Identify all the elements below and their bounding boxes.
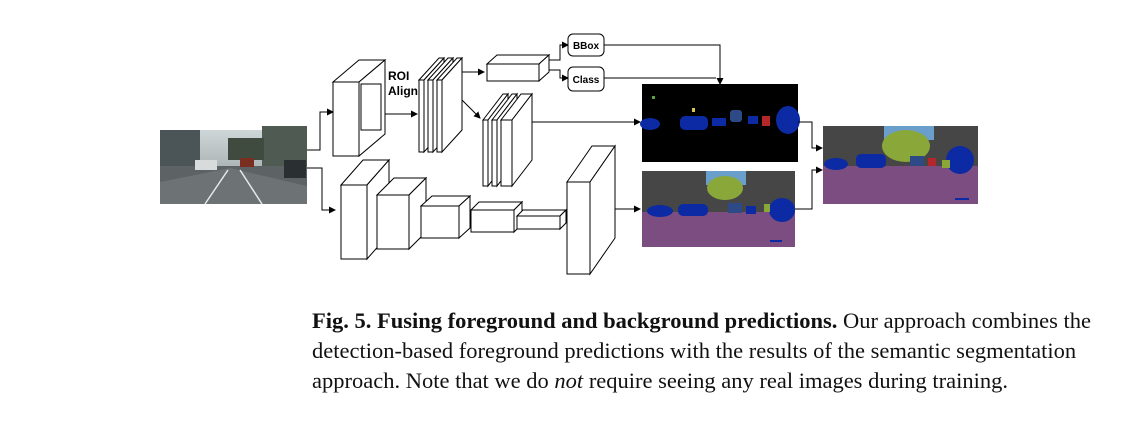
segmentation-network bbox=[339, 144, 616, 276]
input-street-image bbox=[160, 126, 307, 205]
bbox-head-box: BBox bbox=[567, 33, 605, 57]
roi-feature-sheets bbox=[417, 56, 464, 154]
fc-box bbox=[485, 53, 551, 83]
background-segmentation-map bbox=[642, 171, 795, 247]
bbox-label: BBox bbox=[573, 41, 600, 52]
caption-fig-label: Fig. 5. bbox=[312, 308, 372, 333]
roi-label-line1: ROI bbox=[388, 69, 409, 83]
figure-caption: Fig. 5. Fusing foreground and background… bbox=[312, 306, 1112, 396]
backbone-feature-block bbox=[331, 58, 387, 158]
caption-emphasis: not bbox=[554, 368, 584, 393]
architecture-figure: ROI Align BBox Class bbox=[160, 33, 978, 276]
fused-prediction-map bbox=[823, 126, 978, 204]
foreground-prediction-map bbox=[640, 84, 800, 162]
caption-title: Fusing foreground and background predict… bbox=[377, 308, 838, 333]
mask-head-sheets bbox=[481, 92, 534, 188]
caption-text-part2: require seeing any real images during tr… bbox=[588, 368, 1009, 393]
caption-text-part1: Our approach combines the detection-base… bbox=[312, 308, 1092, 393]
roi-label-line2: Align bbox=[388, 84, 418, 98]
class-head-box: Class bbox=[567, 66, 605, 92]
class-label: Class bbox=[573, 75, 600, 86]
